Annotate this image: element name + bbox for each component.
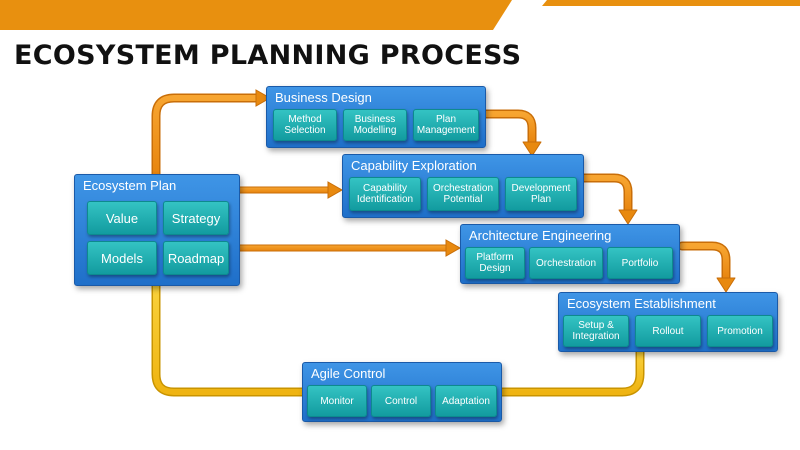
tile-capability-identification: Capability Identification bbox=[349, 177, 421, 211]
tile-orchestration-potential: Orchestration Potential bbox=[427, 177, 499, 211]
tile-plan-management: Plan Management bbox=[413, 109, 479, 141]
yellow-feedback-loop bbox=[151, 280, 645, 397]
capability-exploration-title: Capability Exploration bbox=[351, 158, 477, 173]
architecture-engineering-title: Architecture Engineering bbox=[469, 228, 612, 243]
top-accent-bar bbox=[0, 0, 800, 30]
tile-control: Control bbox=[371, 385, 431, 417]
tile-development-plan: Development Plan bbox=[505, 177, 577, 211]
ecosystem-plan-title: Ecosystem Plan bbox=[83, 178, 177, 193]
ecosystem-plan-panel: Ecosystem Plan Value Strategy Models Roa… bbox=[74, 174, 240, 286]
ecosystem-establishment-title: Ecosystem Establishment bbox=[567, 296, 716, 311]
tile-roadmap: Roadmap bbox=[163, 241, 229, 275]
arrow-capability-to-architecture bbox=[579, 173, 638, 225]
tile-promotion: Promotion bbox=[707, 315, 773, 347]
arrow-plan-to-capability-exploration bbox=[237, 181, 344, 199]
tile-strategy: Strategy bbox=[163, 201, 229, 235]
arrow-plan-to-architecture-engineering bbox=[237, 239, 462, 257]
arrow-architecture-to-establishment bbox=[677, 241, 736, 293]
business-design-panel: Business Design Method Selection Busines… bbox=[266, 86, 486, 148]
ecosystem-establishment-panel: Ecosystem Establishment Setup & Integrat… bbox=[558, 292, 778, 352]
tile-method-selection: Method Selection bbox=[273, 109, 337, 141]
architecture-engineering-panel: Architecture Engineering Platform Design… bbox=[460, 224, 680, 284]
agile-control-panel: Agile Control Monitor Control Adaptation bbox=[302, 362, 502, 422]
capability-exploration-panel: Capability Exploration Capability Identi… bbox=[342, 154, 584, 218]
agile-control-title: Agile Control bbox=[311, 366, 386, 381]
tile-rollout: Rollout bbox=[635, 315, 701, 347]
tile-models: Models bbox=[87, 241, 157, 275]
tile-monitor: Monitor bbox=[307, 385, 367, 417]
page-title: ECOSYSTEM PLANNING PROCESS bbox=[14, 40, 522, 71]
arrow-business-to-capability bbox=[481, 109, 542, 157]
arrow-plan-to-business-design bbox=[151, 89, 272, 181]
tile-value: Value bbox=[87, 201, 157, 235]
tile-adaptation: Adaptation bbox=[435, 385, 497, 417]
tile-portfolio: Portfolio bbox=[607, 247, 673, 279]
tile-business-modelling: Business Modelling bbox=[343, 109, 407, 141]
business-design-title: Business Design bbox=[275, 90, 372, 105]
tile-setup-integration: Setup & Integration bbox=[563, 315, 629, 347]
tile-platform-design: Platform Design bbox=[465, 247, 525, 279]
tile-orchestration: Orchestration bbox=[529, 247, 603, 279]
